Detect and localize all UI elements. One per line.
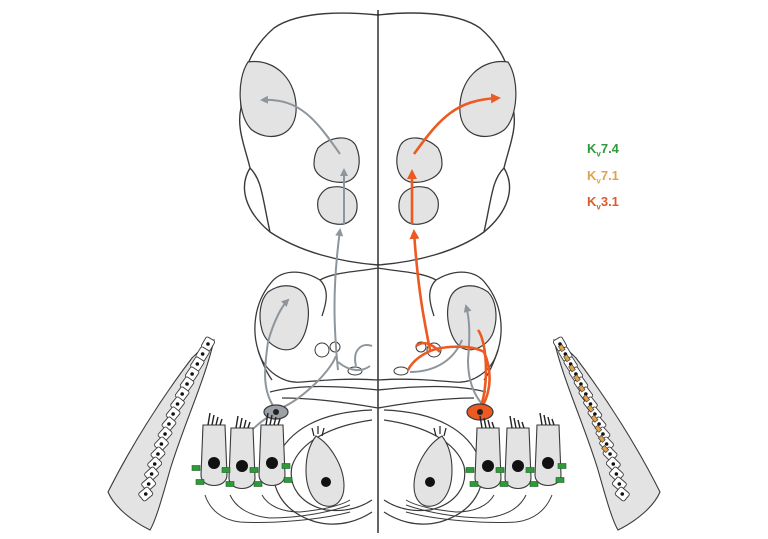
right-ic-nucleus	[398, 186, 439, 225]
cerebral-cortex-outline	[239, 12, 515, 266]
channel-legend: Kv7.4 Kv7.1 Kv3.1	[587, 138, 619, 218]
superior-olive-left	[314, 341, 363, 376]
legend-kv31: Kv3.1	[587, 194, 619, 212]
right-outer-hair-cells	[474, 412, 562, 490]
left-mgb-nucleus	[313, 137, 360, 183]
gray-auditory-pathway	[237, 95, 489, 447]
left-cochlear-nucleus	[259, 285, 309, 351]
legend-kv74: Kv7.4	[587, 141, 619, 159]
kv71-channel-markers	[558, 344, 610, 453]
left-ic-nucleus	[317, 186, 358, 225]
right-cochlear-nucleus	[447, 285, 497, 351]
left-outer-hair-cells	[200, 412, 286, 490]
right-ganglion-nucleus	[477, 409, 483, 415]
right-inner-hair-cell	[413, 426, 453, 507]
left-inner-hair-cell	[305, 426, 345, 507]
kv74-channel-markers	[191, 463, 567, 487]
left-ganglion-nucleus	[273, 409, 279, 415]
cochlea-outlines	[273, 409, 483, 525]
orange-auditory-pathway	[406, 93, 501, 411]
legend-kv71: Kv7.1	[587, 167, 619, 186]
left-epithelial-cells	[138, 336, 216, 502]
hair-cell-nerve-fibers	[204, 494, 553, 524]
